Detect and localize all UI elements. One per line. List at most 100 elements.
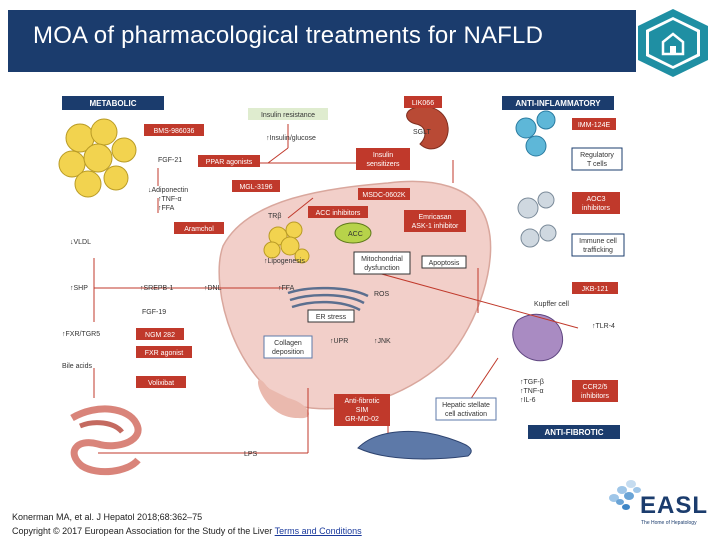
immune-cell-box — [571, 233, 625, 257]
aoc3-label-2: inhibitors — [582, 205, 611, 212]
ppar-label: PPAR agonists — [206, 159, 253, 166]
adiponectin-label: ↓Adiponectin — [148, 187, 188, 194]
ffa-label-1: ↑FFA — [158, 205, 175, 212]
metabolic-header-box — [62, 96, 164, 110]
fxr-agonist-box — [136, 346, 192, 358]
jkb-box — [572, 282, 618, 294]
anti-inflammatory-header: ANTI-INFLAMMATORY — [515, 99, 601, 108]
kupffer-label: Kupffer cell — [534, 301, 569, 308]
vldl-label: ↓VLDL — [70, 239, 91, 246]
easl-logo-icon — [609, 480, 641, 510]
ngm282-box — [136, 328, 184, 340]
er-stress-label: ER stress — [316, 314, 347, 321]
mgl-label: MGL-3196 — [239, 184, 272, 191]
il6-label: ↑IL-6 — [520, 397, 536, 404]
volixibat-box — [136, 376, 186, 388]
lipogenesis-label: ↑Lipogenesis — [264, 258, 305, 265]
ccr-box — [572, 380, 618, 402]
emricasan-label: Emricasan — [418, 214, 451, 221]
tnf-label: ↑TNF-α — [158, 196, 182, 203]
adipocytes — [58, 118, 137, 198]
aoc3-box — [572, 192, 620, 214]
insulin-glucose-label: ↑Insulin/glucose — [266, 135, 316, 142]
grmd02-label: GR-MD-02 — [345, 416, 379, 423]
sglt-label: SGLT — [413, 129, 431, 136]
msdc-label: MSDC-0602K — [362, 192, 406, 199]
insulin-sensitizers-box — [356, 148, 410, 170]
apoptosis-box — [421, 255, 467, 269]
anti-fibrotic-header: ANTI-FIBROTIC — [544, 428, 603, 437]
acc-inhibitors-label: ACC inhibitors — [316, 210, 361, 217]
hepatic-stellate-label-1: Hepatic stellate — [442, 402, 490, 409]
terms-link[interactable]: Terms and Conditions — [274, 526, 362, 536]
immune-cell-label-1: Immune cell — [579, 238, 617, 245]
bile-acids-label: Bile acids — [62, 363, 92, 370]
collagen-box — [263, 335, 313, 359]
acc-label: ACC — [348, 231, 363, 238]
bms-box — [144, 124, 204, 136]
insulin-sensitizers-label-1: Insulin — [373, 152, 393, 159]
lik066-label: LIK066 — [412, 100, 434, 107]
sim-label: SIM — [356, 407, 369, 414]
aramchol-box — [174, 222, 224, 234]
lik066-box — [404, 96, 442, 108]
ccr-label-1: CCR2/5 — [583, 384, 608, 391]
aramchol-label: Aramchol — [184, 226, 214, 233]
bms-label: BMS-986036 — [154, 128, 195, 135]
shp-label: ↑SHP — [70, 285, 88, 292]
immune-cell-label-2: trafficking — [583, 247, 613, 254]
upr-label: ↑UPR — [330, 338, 348, 345]
stellate-cell-shape — [357, 430, 472, 460]
collagen-label-1: Collagen — [274, 340, 302, 347]
er-stress-box — [307, 309, 355, 323]
kidney — [406, 106, 449, 150]
antifibrotic-drugs-box — [334, 394, 390, 426]
moa-diagram: METABOLIC ANTI-INFLAMMATORY ANTI-FIBROTI… — [58, 96, 625, 476]
citation-copyright: Copyright © 2017 European Association fo… — [12, 526, 362, 536]
mitochondrial-label-2: dysfunction — [364, 265, 400, 272]
tlr4-label: ↑TLR-4 — [592, 323, 615, 330]
slide-title: MOA of pharmacological treatments for NA… — [33, 22, 544, 49]
tnf-label-2: ↑TNF-α — [520, 388, 544, 395]
hepatic-stellate-label-2: cell activation — [445, 411, 487, 418]
kupffer-cell-shape — [512, 313, 564, 362]
mgl-box — [232, 180, 280, 192]
imm124e-box — [572, 118, 616, 130]
ppar-box — [198, 155, 260, 167]
ask1-label: ASK-1 inhibitor — [412, 223, 459, 230]
insulin-sensitizers-label-2: sensitizers — [366, 161, 400, 168]
dnl-label: ↑DNL — [204, 285, 222, 292]
home-icon[interactable] — [633, 6, 713, 78]
tgf-label: ↑TGF-β — [520, 379, 544, 386]
mitochondrial-label-1: Mitochondrial — [361, 256, 403, 263]
liver-lobe — [258, 379, 309, 419]
emricasan-box — [404, 210, 466, 232]
immune-cells — [515, 110, 557, 248]
easl-logo-text: EASL — [640, 492, 709, 519]
citation: Konerman MA, et al. J Hepatol 2018;68:36… — [12, 510, 362, 538]
fxr-agonist-label: FXR agonist — [145, 350, 184, 357]
title-bar — [8, 10, 636, 72]
easl-tagline: The Home of Hepatology — [641, 520, 697, 526]
jkb-label: JKB-121 — [582, 286, 609, 293]
jnk-label: ↑JNK — [374, 338, 391, 345]
slide-header: MOA of pharmacological treatments for NA… — [0, 0, 720, 80]
msdc-box — [358, 188, 410, 200]
lipid-droplets — [263, 221, 310, 264]
anti-fibrotic-header-box — [528, 425, 620, 439]
lps-label: LPS — [244, 451, 258, 458]
ccr-label-2: inhibitors — [581, 393, 610, 400]
ffa-label-2: ↑FFA — [278, 285, 295, 292]
citation-ref: Konerman MA, et al. J Hepatol 2018;68:36… — [12, 512, 203, 522]
metabolic-header: METABOLIC — [90, 99, 137, 108]
fxr-tgr5-label: ↑FXR/TGR5 — [62, 331, 100, 338]
trb-label: TRβ — [268, 213, 281, 220]
apoptosis-label: Apoptosis — [429, 260, 460, 267]
acc-inhibitors-box — [308, 206, 368, 218]
er-shape — [287, 286, 369, 312]
srebp-label: ↑SREPB-1 — [140, 285, 174, 292]
fgf21-label: FGF-21 — [158, 157, 182, 164]
antifibrotic-label: Anti-fibrotic — [344, 398, 380, 405]
collagen-label-2: deposition — [272, 349, 304, 356]
volixibat-label: Volixibat — [148, 380, 174, 387]
